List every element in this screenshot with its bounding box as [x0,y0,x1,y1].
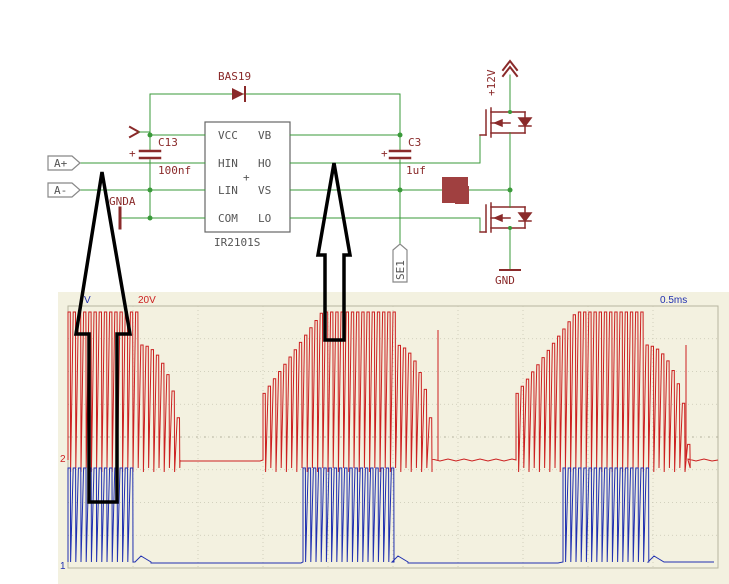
scope-channel-a-label: V [84,295,91,306]
input-flag-a-plus-label: A+ [54,157,68,170]
supply-label: +12V [485,69,498,96]
ic-pin-vb: VB [258,129,272,142]
bootstrap-wire [149,93,401,146]
ic-pin-ho: HO [258,157,271,170]
arrow-hin-to-scope [73,171,133,504]
ic-pin-com: COM [218,212,238,225]
sense-flag-label: SE1 [394,260,407,280]
ic-ir2101s-body [204,121,291,233]
diode-label: BAS19 [218,70,251,83]
capacitor-c13 [138,149,162,160]
ic-pin-hin: HIN [218,157,238,170]
vcc-supply-arrow-icon [128,125,151,139]
annotation-arrows [73,162,353,504]
low-side-mosfet-icon [479,202,533,233]
supply-arrow-icon [501,59,519,78]
capacitor-c3-value: 1uf [406,164,426,177]
ground-label: GNDA [109,195,136,208]
ic-name-label: IR2101S [214,236,260,249]
scope-timebase-label: 0.5ms [660,295,687,306]
blue-trace-low-side [67,467,714,564]
ic-pin-vs: VS [258,184,271,197]
ic-pin-lin: LIN [218,184,238,197]
capacitor-c13-plus: + [129,147,136,160]
red-trace-path [67,311,719,473]
gnd-label: GND [495,274,515,287]
capacitor-c13-value: 100nf [158,164,191,177]
oscilloscope-panel: V 20V 0.5ms 2 1 [58,292,729,584]
capacitor-c3-label: C3 [408,136,421,149]
ic-center-mark: + [243,171,250,184]
blue-trace-path [67,467,714,564]
ic-pin-lo: LO [258,212,271,225]
input-flag-a-plus [47,155,81,171]
gate-driver-schematic: BAS19 VCC HIN LIN COM VB HO VS LO + IR21… [47,59,533,287]
input-flag-a-minus [47,182,81,198]
ic-pin-vcc: VCC [218,129,238,142]
sense-flag-se1 [392,243,408,283]
diode-bas19 [232,86,246,102]
high-side-mosfet-icon [479,107,533,138]
capacitor-c13-label: C13 [158,136,178,149]
scope-marker-blue: 1 [60,561,66,572]
scope-channel-b-label: 20V [138,295,156,306]
capacitor-c3 [388,149,412,160]
red-trace-high-side [67,311,719,473]
arrow-ho-to-scope [315,162,353,342]
input-flag-a-minus-label: A- [54,184,67,197]
capacitor-c3-plus: + [381,147,388,160]
scope-marker-red: 2 [60,454,66,465]
